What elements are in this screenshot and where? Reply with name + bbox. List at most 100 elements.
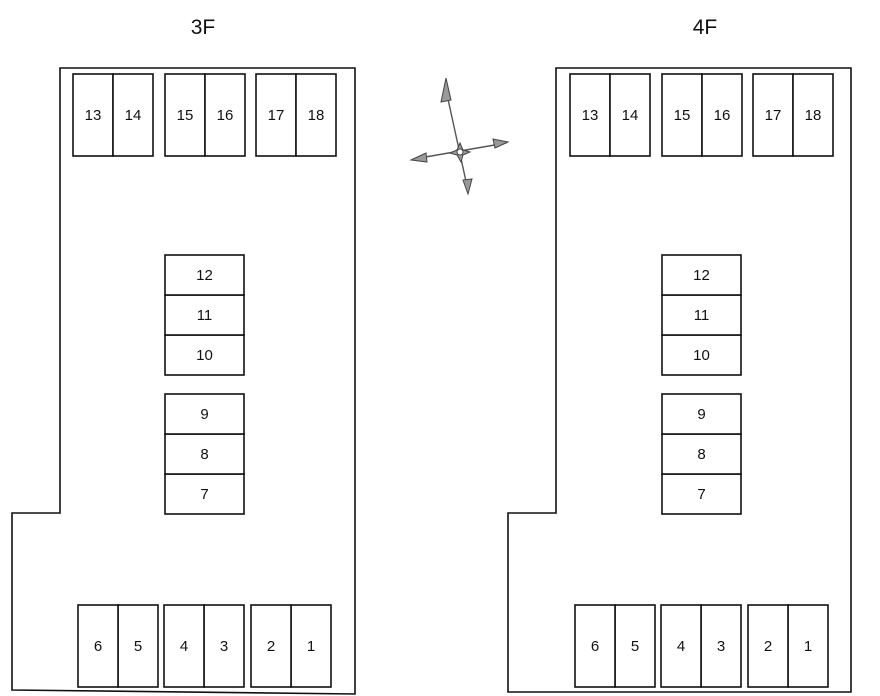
room-number: 2 (267, 638, 275, 655)
room-box (164, 433, 245, 475)
room-number: 13 (85, 107, 102, 124)
room-number: 12 (693, 267, 710, 284)
room-4f-8: 8 (661, 433, 742, 475)
room-3f-8: 8 (164, 433, 245, 475)
floor-4f-outline (507, 67, 852, 693)
room-4f-13: 13 (569, 73, 611, 157)
room-3f-13: 13 (72, 73, 114, 157)
room-number: 10 (196, 347, 213, 364)
room-number: 16 (714, 107, 731, 124)
room-number: 3 (220, 638, 228, 655)
room-3f-9: 9 (164, 393, 245, 435)
room-3f-14: 14 (112, 73, 154, 157)
room-box (164, 334, 245, 376)
room-number: 1 (307, 638, 315, 655)
room-3f-6: 6 (77, 604, 119, 688)
room-4f-11: 11 (661, 294, 742, 336)
room-4f-3: 3 (700, 604, 742, 688)
room-number: 4 (677, 638, 685, 655)
room-4f-5: 5 (614, 604, 656, 688)
room-box (661, 254, 742, 296)
room-box (661, 473, 742, 515)
room-box (117, 604, 159, 688)
room-3f-16: 16 (204, 73, 246, 157)
room-box (112, 73, 154, 157)
room-number: 6 (591, 638, 599, 655)
room-box (609, 73, 651, 157)
room-3f-3: 3 (203, 604, 245, 688)
room-3f-17: 17 (255, 73, 297, 157)
room-4f-10: 10 (661, 334, 742, 376)
room-box (661, 334, 742, 376)
room-3f-2: 2 (250, 604, 292, 688)
room-4f-17: 17 (752, 73, 794, 157)
room-number: 6 (94, 638, 102, 655)
room-4f-2: 2 (747, 604, 789, 688)
room-4f-15: 15 (661, 73, 703, 157)
room-box (614, 604, 656, 688)
room-3f-5: 5 (117, 604, 159, 688)
room-number: 13 (582, 107, 599, 124)
room-4f-16: 16 (701, 73, 743, 157)
room-number: 5 (134, 638, 142, 655)
room-number: 11 (197, 307, 213, 324)
room-number: 1 (804, 638, 812, 655)
room-3f-12: 12 (164, 254, 245, 296)
room-box (661, 294, 742, 336)
room-number: 9 (697, 406, 705, 423)
room-4f-12: 12 (661, 254, 742, 296)
room-4f-4: 4 (660, 604, 702, 688)
room-number: 17 (268, 107, 285, 124)
floor-3f-title: 3F (191, 16, 216, 39)
room-box (660, 604, 702, 688)
room-3f-7: 7 (164, 473, 245, 515)
room-number: 10 (693, 347, 710, 364)
room-3f-10: 10 (164, 334, 245, 376)
room-number: 9 (200, 406, 208, 423)
room-box (701, 73, 743, 157)
room-box (72, 73, 114, 157)
room-box (164, 254, 245, 296)
room-number: 7 (200, 486, 208, 503)
room-box (250, 604, 292, 688)
room-number: 4 (180, 638, 188, 655)
room-number: 2 (764, 638, 772, 655)
room-number: 15 (674, 107, 691, 124)
room-4f-7: 7 (661, 473, 742, 515)
room-box (164, 473, 245, 515)
room-box (661, 433, 742, 475)
room-box (661, 393, 742, 435)
room-number: 18 (308, 107, 325, 124)
room-3f-11: 11 (164, 294, 245, 336)
room-number: 14 (622, 107, 639, 124)
room-box (163, 604, 205, 688)
room-3f-15: 15 (164, 73, 206, 157)
room-box (164, 393, 245, 435)
room-4f-14: 14 (609, 73, 651, 157)
room-box (203, 604, 245, 688)
room-number: 7 (697, 486, 705, 503)
room-box (164, 294, 245, 336)
room-box (574, 604, 616, 688)
room-4f-18: 18 (792, 73, 834, 157)
room-3f-1: 1 (290, 604, 332, 688)
room-box (77, 604, 119, 688)
room-number: 18 (805, 107, 822, 124)
room-number: 5 (631, 638, 639, 655)
room-box (792, 73, 834, 157)
room-3f-4: 4 (163, 604, 205, 688)
room-number: 8 (200, 446, 208, 463)
room-number: 17 (765, 107, 782, 124)
room-number: 3 (717, 638, 725, 655)
room-number: 15 (177, 107, 194, 124)
floor-4f-title: 4F (693, 16, 718, 39)
room-number: 8 (697, 446, 705, 463)
room-number: 11 (694, 307, 710, 324)
room-box (569, 73, 611, 157)
room-4f-6: 6 (574, 604, 616, 688)
room-box (752, 73, 794, 157)
compass-rose-icon (409, 77, 510, 196)
